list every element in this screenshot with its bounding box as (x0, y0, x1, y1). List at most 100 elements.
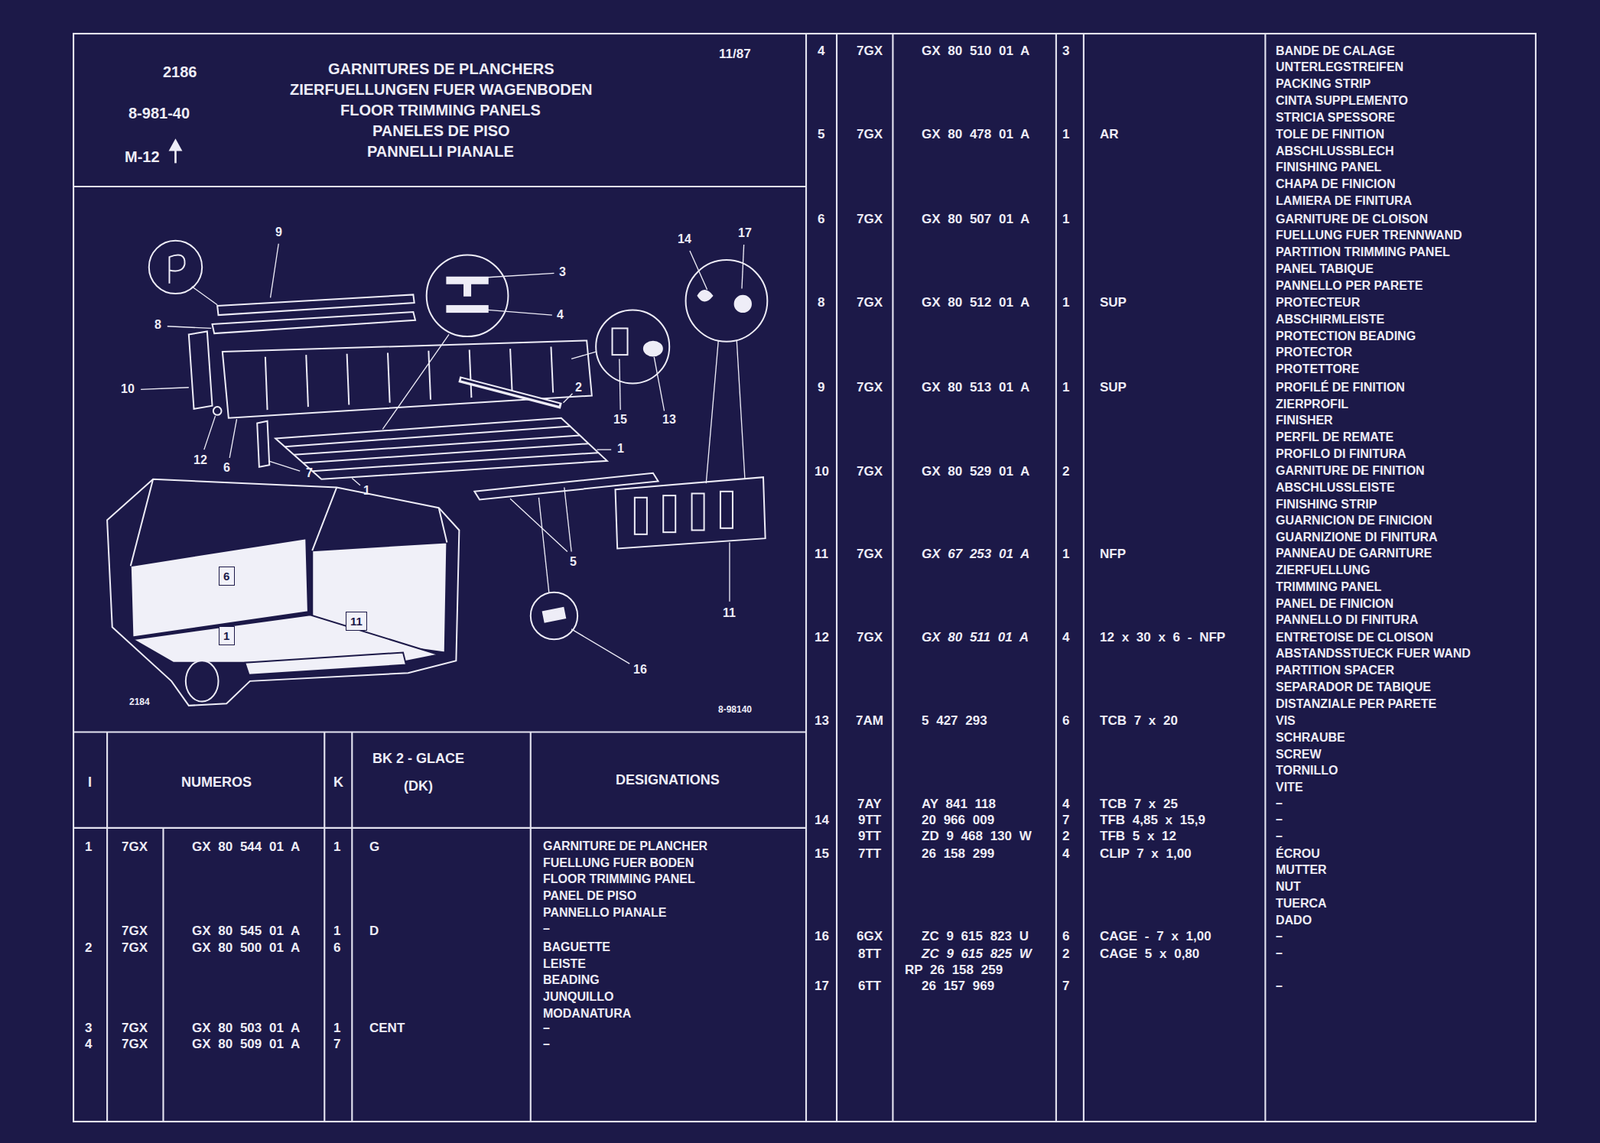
designation-text: PARTITION TRIMMING PANEL (1275, 245, 1451, 260)
leader-line (270, 243, 280, 299)
table-cell: 11 (814, 546, 829, 563)
designation-text: PANNELLO PER PARETE (1275, 279, 1423, 293)
leader-line (571, 629, 630, 664)
exploded-view (347, 354, 350, 406)
column-header: I (87, 774, 92, 791)
exploded-view (720, 491, 733, 529)
column-header: (DK) (403, 778, 433, 795)
callout-number: 15 (613, 413, 628, 427)
table-cell: CAGE 5 x 0,80 (1099, 946, 1200, 963)
designation-text: PARTITION SPACER (1275, 663, 1395, 678)
exploded-view (169, 255, 185, 284)
callout-number: 4 (556, 308, 564, 322)
leader-line (728, 542, 730, 602)
exploded-view (305, 354, 309, 407)
leader-line (619, 358, 621, 410)
exploded-view (212, 312, 417, 334)
table-cell: 7GX (856, 546, 883, 563)
table-cell: 2 (1062, 829, 1070, 845)
designation-text: LAMIERA DE FINITURA (1275, 194, 1412, 209)
table-cell: 10 (814, 464, 830, 480)
table-cell: GX 80 510 01 A (921, 43, 1030, 59)
designation-text: CINTA SUPPLEMENTO (1275, 94, 1409, 108)
car-illustration (185, 660, 219, 702)
callout-number: 8 (154, 318, 162, 332)
callout-number: 6 (223, 461, 231, 475)
designation-text: GARNITURE DE FINITION (1275, 464, 1425, 479)
exploded-view (446, 277, 488, 296)
exploded-view (149, 240, 202, 294)
callout-box: 6 (218, 566, 235, 586)
exploded-view (213, 406, 222, 416)
table-grid (73, 33, 1536, 1122)
leader-line (510, 498, 568, 552)
table-grid (1055, 33, 1057, 1122)
exploded-view (312, 452, 599, 472)
callout-number: 14 (677, 232, 692, 247)
table-cell: 7AY (857, 796, 882, 813)
table-cell: 6 (817, 211, 825, 228)
exploded-view (530, 592, 578, 640)
table-cell: 1 (1062, 211, 1070, 228)
figure-code: 2184 (129, 697, 150, 709)
table-grid (835, 33, 838, 1122)
leader-line (653, 357, 664, 412)
leader-line (562, 393, 573, 404)
table-cell: 2 (1062, 946, 1070, 963)
designation-text: – (543, 922, 550, 937)
designation-text: PROFILÉ DE FINITION (1275, 380, 1405, 395)
table-cell: GX 80 503 01 A (191, 1021, 300, 1037)
designation-text: PROTECTOR (1275, 345, 1353, 360)
table-cell: 5 427 293 (921, 713, 988, 729)
table-cell: G (369, 839, 380, 856)
designation-text: – (1275, 946, 1283, 961)
callout-number: 5 (569, 555, 577, 570)
designation-text: TOLE DE FINITION (1275, 127, 1385, 142)
callout-number: 10 (120, 382, 135, 397)
designation-text: PANNEAU DE GARNITURE (1275, 546, 1432, 561)
column-header: K (333, 774, 344, 791)
designation-text: TORNILLO (1275, 764, 1338, 778)
designation-text: – (1275, 796, 1283, 811)
table-cell: 1 (333, 1021, 341, 1037)
designation-text: SEPARADOR DE TABIQUE (1275, 680, 1431, 695)
table-cell: 1 (1062, 126, 1070, 143)
table-cell: ZC 9 615 823 U (921, 929, 1029, 945)
designation-text: DISTANZIALE PER PARETE (1275, 697, 1437, 712)
designation-text: – (1275, 829, 1283, 844)
designation-text: STRICIA SPESSORE (1275, 110, 1396, 125)
callout-number: 1 (363, 484, 371, 498)
exploded-view (612, 328, 628, 355)
exploded-view (256, 421, 270, 468)
designation-text: PANEL TABIQUE (1275, 262, 1374, 277)
designation-text: PANEL DE FINICION (1275, 597, 1394, 612)
designation-text: MUTTER (1275, 863, 1327, 878)
table-cell: GX 80 545 01 A (191, 923, 300, 940)
table-cell: GX 80 500 01 A (191, 940, 300, 957)
table-cell: TFB 5 x 12 (1099, 829, 1177, 845)
designation-text: ZIERPROFIL (1275, 397, 1349, 412)
table-cell: GX 80 478 01 A (921, 126, 1030, 143)
table-grid (1082, 33, 1085, 1122)
table-cell: 1 (84, 839, 92, 856)
table-cell: 6 (333, 940, 341, 957)
exploded-view (663, 495, 676, 533)
table-cell: GX 80 544 01 A (191, 839, 300, 856)
table-cell: 7GX (856, 211, 883, 228)
table-grid (351, 732, 353, 1122)
table-cell: CAGE - 7 x 1,00 (1099, 929, 1212, 945)
direction-arrow (170, 140, 181, 150)
table-cell: 14 (814, 813, 830, 829)
exploded-view (543, 608, 566, 623)
table-cell: TCB 7 x 25 (1099, 796, 1178, 813)
exploded-view (469, 349, 472, 398)
car-illustration (439, 507, 448, 543)
callout-box: 1 (218, 626, 235, 646)
exploded-view (387, 352, 391, 403)
designation-text: MODANATURA (543, 1007, 631, 1022)
direction-arrow (170, 140, 181, 163)
designation-text: FINISHING PANEL (1275, 160, 1382, 175)
header-text: M-12 (124, 148, 160, 166)
table-cell: 1 (1062, 546, 1070, 563)
table-cell: GX 80 509 01 A (191, 1037, 300, 1053)
